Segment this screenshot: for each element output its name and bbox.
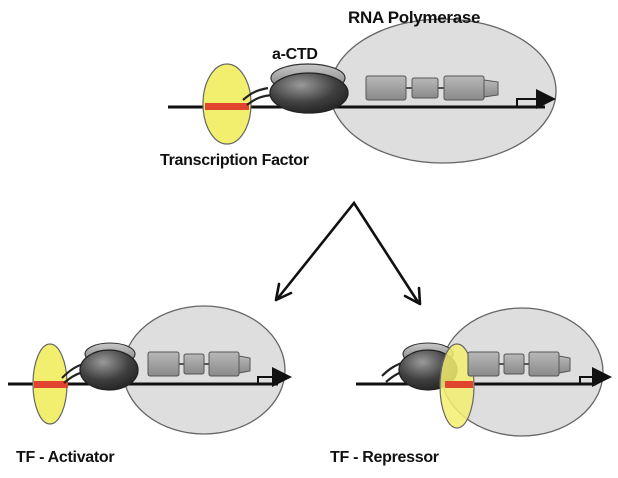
repressor-panel xyxy=(356,307,612,437)
a-ctd-top xyxy=(269,72,349,114)
gene-blocks-repressor xyxy=(467,351,571,377)
gene-blocks-activator xyxy=(147,351,251,377)
binding-site-repressor xyxy=(445,381,473,388)
arrowhead-right xyxy=(403,286,422,306)
a-ctd-activator xyxy=(79,349,139,391)
gene-blocks-top xyxy=(365,75,499,101)
branch-arrows xyxy=(274,200,422,306)
tf-repressor-label: TF - Repressor xyxy=(330,449,439,466)
top-panel xyxy=(168,18,557,164)
branch-lines xyxy=(276,200,420,303)
binding-site-top xyxy=(205,103,249,110)
promoter-arrow-activator xyxy=(257,367,292,387)
rna-polymerase-label: RNA Polymerase xyxy=(348,8,481,27)
binding-site-activator xyxy=(34,381,68,388)
promoter-arrow-repressor xyxy=(579,367,612,387)
rna-polymerase-top xyxy=(329,18,557,164)
arrowhead-left xyxy=(274,282,293,302)
a-ctd-label: a-CTD xyxy=(272,46,318,63)
tf-activator-label: TF - Activator xyxy=(16,449,115,466)
transcription-factor-label: Transcription Factor xyxy=(160,152,309,169)
promoter-arrow-top xyxy=(516,89,556,109)
activator-panel xyxy=(8,305,292,435)
